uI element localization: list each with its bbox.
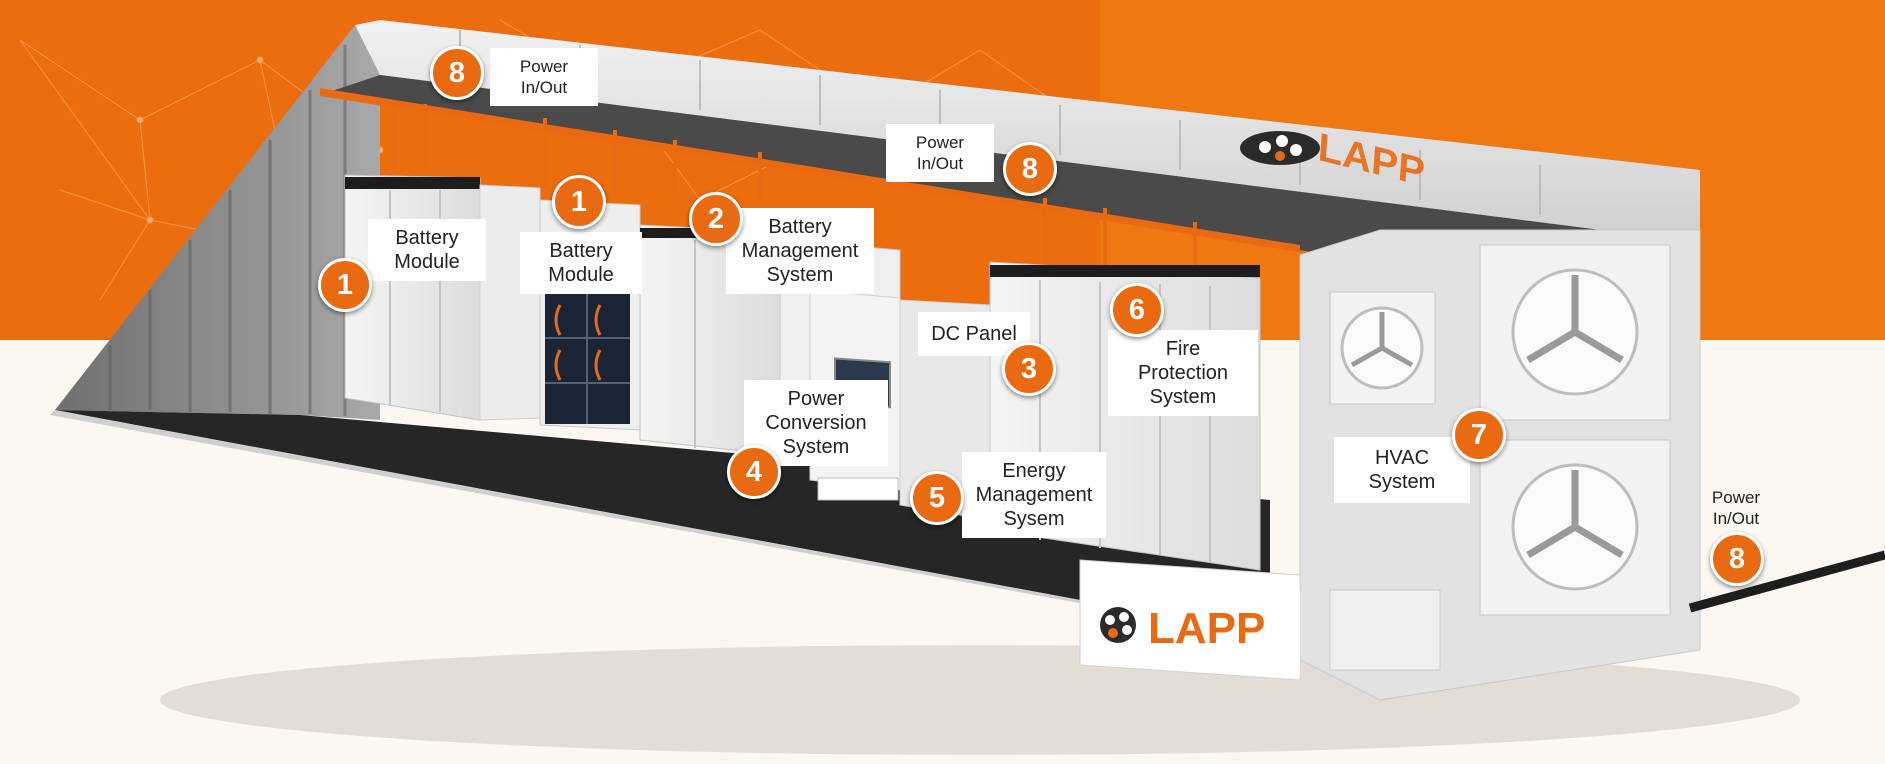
cable-drops xyxy=(393,100,1197,268)
label-pcs: Power Conversion System xyxy=(744,380,888,466)
badge-dc-panel: 3 xyxy=(1002,342,1056,396)
badge-fire-protection: 6 xyxy=(1110,283,1164,337)
label-fire-protection: Fire Protection System xyxy=(1108,330,1258,416)
fan-icon xyxy=(1479,439,1671,616)
badge-battery-module-1: 1 xyxy=(318,258,372,312)
container-floor xyxy=(55,410,1270,600)
label-battery-module-2: Battery Module xyxy=(520,232,642,294)
hvac-lower-box xyxy=(1329,589,1441,671)
label-hvac: HVAC System xyxy=(1334,437,1470,503)
fan-icon xyxy=(1479,244,1671,421)
label-power-right: Power In/Out xyxy=(1711,488,1761,528)
cable-icon xyxy=(1688,550,1885,613)
badge-power-right: 8 xyxy=(1710,532,1764,586)
label-power-top-left: Power In/Out xyxy=(490,48,598,106)
roof xyxy=(355,20,1700,240)
label-power-top-mid: Power In/Out xyxy=(886,124,994,182)
battery-cabinets-left xyxy=(344,174,541,421)
fan-icon xyxy=(1329,291,1436,405)
badge-power-top-mid: 8 xyxy=(1003,142,1057,196)
label-ems: Energy Management Sysem xyxy=(962,452,1106,538)
front-logo-plate xyxy=(1085,580,1300,675)
ceiling xyxy=(320,75,1680,255)
badge-bms: 2 xyxy=(689,192,743,246)
floor-edge xyxy=(50,410,1090,605)
badge-hvac: 7 xyxy=(1452,408,1506,462)
badge-battery-module-2: 1 xyxy=(552,175,606,229)
badge-pcs: 4 xyxy=(727,445,781,499)
badge-power-top-left: 8 xyxy=(430,46,484,100)
front-logo-text: LAPP xyxy=(1148,604,1266,653)
lapp-logo-icon xyxy=(1240,131,1320,165)
badge-ems: 5 xyxy=(910,471,964,525)
label-bms: Battery Management System xyxy=(726,208,874,294)
label-battery-module-1: Battery Module xyxy=(368,219,486,281)
cable-tray xyxy=(320,88,1300,252)
left-wall xyxy=(55,25,380,420)
